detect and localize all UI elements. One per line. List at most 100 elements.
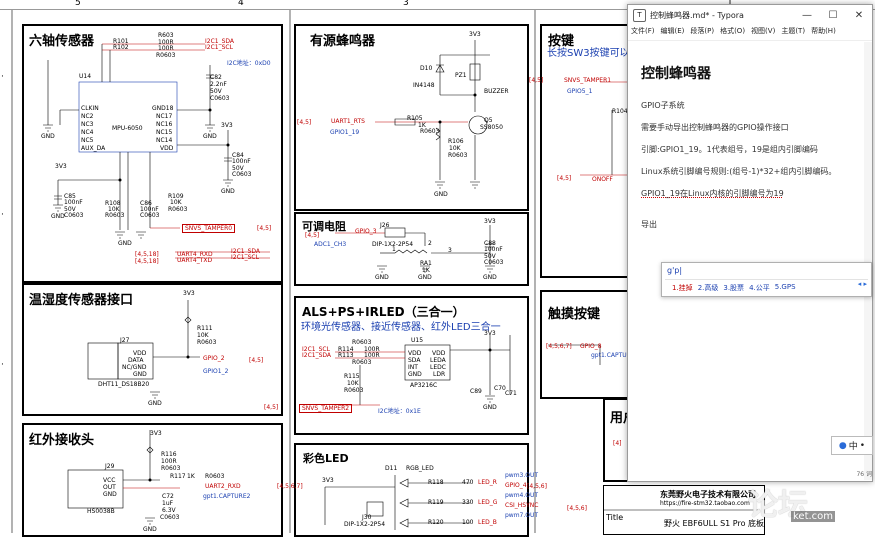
label: C86 xyxy=(140,200,152,207)
minimize-button[interactable]: — xyxy=(802,10,812,21)
label: 1uF xyxy=(162,500,174,507)
label: C70 xyxy=(494,385,506,392)
net-label: I2C1_SDA xyxy=(205,38,235,45)
gnd-label: GND xyxy=(375,274,389,281)
ruler-number-5: 5 xyxy=(75,0,81,8)
net-label: GPIO_3 xyxy=(355,228,377,235)
window-titlebar[interactable]: T 控制蜂鸣器.md* - Typora — ☐ ✕ xyxy=(628,5,872,26)
typora-window[interactable]: T 控制蜂鸣器.md* - Typora — ☐ ✕ 文件(F) 编辑(E) 段… xyxy=(627,4,873,482)
ime-candidate[interactable]: 3.股票 xyxy=(723,284,745,292)
label: R113 xyxy=(338,352,354,359)
label: 3V3 xyxy=(183,290,195,297)
ime-logo-icon: ● xyxy=(838,440,847,451)
company-name: 东莞野火电子技术有限公司 xyxy=(660,490,756,499)
label: C0603 xyxy=(64,212,84,219)
pin: NC15 xyxy=(156,129,173,136)
label: R109 xyxy=(168,193,184,200)
scrollbar[interactable] xyxy=(864,42,872,480)
label: 3V3 xyxy=(221,122,233,129)
net-label: CSI_HSYNC xyxy=(505,502,539,509)
pin: DATA xyxy=(128,357,144,364)
label: I2C地址：0xD0 xyxy=(227,60,271,67)
label: R105 xyxy=(407,115,423,122)
label: GPIO1_2 xyxy=(203,368,229,375)
als-title: ALS+PS+IRLED（三合一） xyxy=(302,305,465,319)
ime-candidate[interactable]: 5.GPS xyxy=(774,283,796,291)
ime-candidate-list: 1.挂掉 2.高级 3.股票 4.公平 5.GPS xyxy=(665,279,868,293)
label: IN4148 xyxy=(413,82,435,89)
menu-help[interactable]: 帮助(H) xyxy=(811,27,836,35)
net-label: UART4_RXD xyxy=(177,251,213,258)
label: 100nF xyxy=(64,199,83,206)
label: DHT11_DS18B20 xyxy=(98,381,150,388)
menu-paragraph[interactable]: 段落(P) xyxy=(690,27,715,35)
label: 100R xyxy=(158,45,174,52)
close-button[interactable]: ✕ xyxy=(854,10,864,21)
menu-view[interactable]: 视图(V) xyxy=(751,27,776,35)
ime-candidate-popup[interactable]: g'p| 1.挂掉 2.高级 3.股票 4.公平 5.GPS ◂ ▸ xyxy=(661,262,872,297)
company-url: https://fire-stm32.taobao.com xyxy=(660,500,750,507)
paragraph[interactable]: Linux系统引脚编号规则:(组号-1)*32+组内引脚编码。 xyxy=(641,167,837,176)
editor-area[interactable]: 控制蜂鸣器 GPIO子系统 需要手动导出控制蜂鸣器的GPIO操作接口 引脚:GP… xyxy=(628,41,872,248)
label: C0603 xyxy=(232,171,252,178)
ime-candidate[interactable]: 4.公平 xyxy=(749,284,770,292)
buzzer-block xyxy=(294,24,529,211)
label: R0603 xyxy=(197,339,217,346)
pin: VCC xyxy=(103,477,116,484)
paragraph[interactable]: GPIO子系统 xyxy=(641,101,685,110)
label: ADC1_CH3 xyxy=(314,241,347,248)
typing-paragraph[interactable]: 导出 xyxy=(641,220,657,229)
pin: NC16 xyxy=(156,121,173,128)
menu-file[interactable]: 文件(F) xyxy=(631,27,655,35)
label: 50V xyxy=(210,88,222,95)
label: R0603 xyxy=(161,465,181,472)
ime-candidate[interactable]: 2.高级 xyxy=(697,284,719,292)
label: 10K xyxy=(170,199,182,206)
label: SS8050 xyxy=(480,124,503,131)
net-label: [4,5,18] xyxy=(135,251,159,258)
label: GPIO5_1 xyxy=(567,88,593,95)
imu-title: 六轴传感器 xyxy=(29,34,95,49)
ime-candidate[interactable]: 1.挂掉 xyxy=(672,284,693,292)
document-heading[interactable]: 控制蜂鸣器 xyxy=(641,66,711,82)
label: D10 xyxy=(420,65,433,72)
menu-format[interactable]: 格式(O) xyxy=(720,27,746,35)
net-label: I2C1_SCL xyxy=(205,44,233,51)
paragraph[interactable]: GPIO1_19在Linux内核的引脚编号为19 xyxy=(641,189,784,198)
label: R101 xyxy=(113,38,129,45)
net-label: SNVS_TAMPER1 xyxy=(564,77,612,84)
paragraph[interactable]: 需要手动导出控制蜂鸣器的GPIO操作接口 xyxy=(641,123,789,132)
ime-status-bar[interactable]: ● 中 • xyxy=(831,436,873,455)
net-label: [4,5] xyxy=(249,357,264,364)
label: 100nF xyxy=(140,206,159,213)
label: pwm3.OUT xyxy=(505,472,539,479)
menu-theme[interactable]: 主题(T) xyxy=(781,27,806,35)
ruler-left-tick: · xyxy=(1,210,4,220)
maximize-button[interactable]: ☐ xyxy=(828,10,838,21)
net-label: I2C1_SDA xyxy=(231,248,261,255)
label: 470 xyxy=(462,479,474,486)
paragraph[interactable]: 引脚:GPIO1_19。1代表组号，19是组内引脚编码 xyxy=(641,145,818,154)
ir-title: 红外接收头 xyxy=(29,433,95,448)
label: R0603 xyxy=(105,212,125,219)
menu-edit[interactable]: 编辑(E) xyxy=(660,27,685,35)
label: C0603 xyxy=(210,95,230,102)
pin: GND xyxy=(133,371,147,378)
pin: GND xyxy=(103,491,117,498)
label: Q5 xyxy=(484,117,493,124)
label: R102 xyxy=(113,44,129,51)
ime-punctuation-icon[interactable]: • xyxy=(859,440,866,451)
ime-mode-indicator[interactable]: 中 xyxy=(848,442,858,452)
pin: AUX_DA xyxy=(81,145,106,152)
label: 3V3 xyxy=(469,31,481,38)
gnd-label: GND xyxy=(51,213,65,220)
label: C0603 xyxy=(140,212,160,219)
net-label: [4,5] xyxy=(305,232,320,239)
ime-next-page-icon[interactable]: ◂ ▸ xyxy=(857,280,867,288)
net-label: UART1_RTS xyxy=(331,118,365,125)
title-label: Title xyxy=(606,513,624,522)
pin: INT xyxy=(408,364,418,371)
pin-number: 1 xyxy=(392,246,396,253)
label: C72 xyxy=(162,493,174,500)
